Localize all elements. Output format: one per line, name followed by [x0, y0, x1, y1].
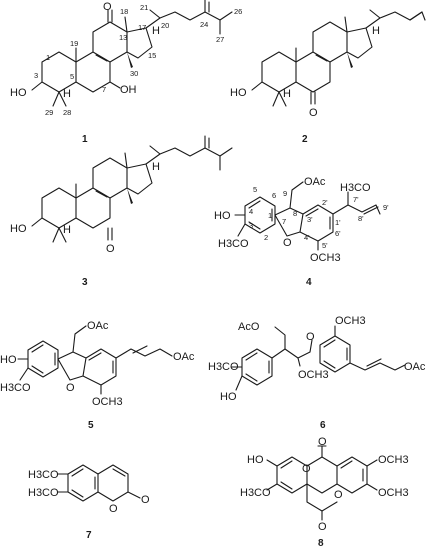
compound-1-c27-number: 27	[216, 35, 224, 44]
compound-1-c28-number: 28	[63, 108, 71, 117]
compound-4-c2p-number: 2'	[322, 198, 328, 207]
compound-6-ome-a-label: H3CO	[208, 361, 239, 373]
compound-4-ome-5p-label: OCH3	[310, 252, 341, 264]
compound-1-c26-number: 26	[234, 7, 242, 16]
compound-4-ome-3-label: H3CO	[218, 238, 249, 250]
compound-4-c9p-number: 9'	[383, 203, 389, 212]
compound-6-aco-label: AcO	[238, 321, 260, 333]
compound-3-oxo-label: O	[106, 243, 115, 255]
compound-4-c9-number: 9	[283, 189, 287, 198]
compound-1-oxo-label: O	[103, 1, 112, 13]
compound-1-c17-number: 17	[138, 23, 146, 32]
compound-8-ho-label: HO	[247, 454, 264, 466]
compound-8-ome-2-label: H3CO	[240, 487, 271, 499]
compound-7-oxo-label: O	[141, 494, 150, 506]
compound-4-c7-number: 7	[282, 217, 286, 226]
compound-1-h5-label: H	[63, 88, 71, 100]
compound-6-id: 6	[320, 420, 326, 431]
compound-3-h5-label: H	[63, 224, 71, 236]
compound-2-hydroxy-label: HO	[230, 87, 247, 99]
compound-5-ome-5p-label: OCH3	[92, 396, 123, 408]
compound-6-ho-label: HO	[220, 391, 237, 403]
compound-1-structure: O HO OH H H 1 3 5 7 13 15 17 18 19 20 21…	[10, 0, 242, 145]
compound-4-c5p-number: 5'	[322, 241, 328, 250]
compound-4-c6-number: 6	[272, 191, 276, 200]
compound-4-c4-number: 4	[249, 207, 253, 216]
compound-5-ring-o-label: O	[66, 382, 75, 394]
compound-2-h5-label: H	[283, 88, 291, 100]
compound-8-bottom-o-label: O	[318, 521, 327, 533]
compound-1-c5-number: 5	[70, 72, 74, 81]
compound-1-hydroxy-3-label: HO	[10, 87, 27, 99]
compound-3-id: 3	[82, 277, 88, 288]
compound-6-ome-top-label: OCH3	[335, 315, 366, 327]
compound-8-ring-o-2-label: O	[302, 463, 311, 475]
compound-1-c19-number: 19	[70, 39, 78, 48]
compound-8-ring-o-1-label: O	[334, 489, 343, 501]
compound-5-structure: OAc OAc HO H3CO O OCH3 5	[0, 320, 195, 431]
compound-8-ome-3p-label: OCH3	[378, 454, 409, 466]
compound-7-ome-6-label: H3CO	[28, 469, 59, 481]
compound-1-c29-number: 29	[45, 108, 53, 117]
compound-5-oac-9-label: OAc	[87, 320, 109, 332]
compound-4-c7p-number: 7'	[353, 195, 359, 204]
compound-3-hydroxy-label: HO	[10, 223, 27, 235]
compound-5-id: 5	[88, 420, 94, 431]
compound-2-structure: HO O H H 2	[230, 9, 426, 145]
compound-1-c3-number: 3	[34, 71, 38, 80]
compound-4-ome-7pp-label: H3CO	[340, 182, 371, 194]
compound-4-oac-label: OAc	[304, 176, 326, 188]
compound-1-c20-number: 20	[161, 21, 169, 30]
compound-6-ome-side-label: OCH3	[298, 369, 329, 381]
compound-4-c2-number: 2	[264, 233, 268, 242]
compound-1-c15-number: 15	[148, 51, 156, 60]
compound-5-ho-label: HO	[0, 354, 17, 366]
compound-4-ring-o-label: O	[283, 237, 292, 249]
compound-7-id: 7	[86, 530, 92, 541]
compound-4-c1p-number: 1'	[335, 218, 341, 227]
compound-1-c24-number: 24	[200, 20, 208, 29]
compound-2-oxo-label: O	[309, 107, 318, 119]
compound-1-id: 1	[82, 134, 88, 145]
compound-4-c3-number: 3	[249, 221, 253, 230]
compound-4-c3p-number: 3'	[307, 215, 313, 224]
compound-1-c13-number: 13	[119, 33, 127, 42]
compound-8-ome-4p-label: OCH3	[378, 487, 409, 499]
compound-7-structure: H3CO H3CO O O 7	[28, 464, 150, 541]
compound-3-h17-label: H	[152, 161, 160, 173]
compound-1-c21-number: 21	[140, 3, 148, 12]
compound-8-structure: HO H3CO O O O O OCH3 OCH3 8	[240, 436, 409, 549]
compound-4-c8p-number: 8'	[358, 214, 364, 223]
compound-4-c5-number: 5	[253, 185, 257, 194]
compound-1-c1-number: 1	[46, 53, 50, 62]
compound-1-c18-number: 18	[120, 7, 128, 16]
compound-1-c30-number: 30	[130, 69, 138, 78]
compound-1-h17-label: H	[152, 25, 160, 37]
compound-6-oac-label: OAc	[404, 361, 426, 373]
compound-4-id: 4	[306, 277, 312, 288]
compound-5-ome-label: H3CO	[0, 382, 31, 394]
compound-6-structure: AcO O OCH3 H3CO HO OCH3 OAc 6	[208, 315, 426, 431]
compound-8-id: 8	[318, 538, 324, 549]
compound-4-c1-number: 1	[268, 211, 272, 220]
compound-2-h17-label: H	[372, 25, 380, 37]
compound-4-ho-label: HO	[214, 210, 231, 222]
compound-6-o-link-label: O	[306, 331, 315, 343]
compound-4-c6p-number: 6'	[335, 229, 341, 238]
compound-4-structure: OAc H3CO HO H3CO O OCH3 5 6 4 3 2 1 7 8 …	[214, 176, 389, 288]
compound-3-structure: HO O H H 3	[10, 135, 233, 288]
compound-4-c4p-number: 4'	[304, 233, 310, 242]
compound-8-top-o-label: O	[318, 436, 327, 448]
compound-4-c8-number: 8	[293, 209, 297, 218]
compound-7-ring-o-label: O	[109, 503, 118, 515]
compound-1-hydroxy-7-label: OH	[120, 84, 137, 96]
compound-5-oac-9p-label: OAc	[173, 351, 195, 363]
compound-1-c7-number: 7	[102, 85, 106, 94]
compound-2-id: 2	[302, 134, 308, 145]
compound-7-ome-7-label: H3CO	[28, 487, 59, 499]
